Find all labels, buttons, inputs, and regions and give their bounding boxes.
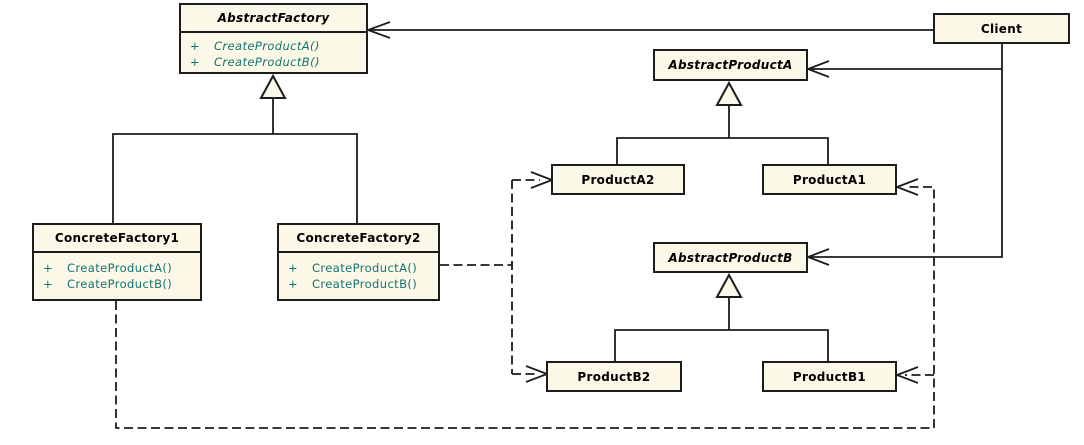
class-name: AbstractFactory bbox=[181, 5, 366, 33]
visibility-symbol: + bbox=[43, 277, 54, 291]
class-box-product-b1: ProductB1 bbox=[762, 361, 897, 392]
visibility-symbol: + bbox=[190, 39, 201, 53]
method-compartment: + CreateProductA() + CreateProductB() bbox=[279, 253, 438, 292]
method-row: + CreateProductA() bbox=[288, 260, 434, 276]
method-row: + CreateProductB() bbox=[43, 276, 196, 292]
class-name: AbstractProductB bbox=[668, 250, 793, 265]
client-to-abstractproducts-lines bbox=[805, 43, 1003, 266]
visibility-symbol: + bbox=[43, 261, 54, 275]
method-signature: CreateProductB() bbox=[67, 277, 173, 291]
class-name: ProductA2 bbox=[581, 172, 655, 187]
visibility-symbol: + bbox=[288, 277, 299, 291]
concretefactory2-dependency-arrowheads bbox=[525, 171, 555, 383]
hollow-triangle-icon bbox=[715, 80, 743, 106]
method-compartment: + CreateProductA() + CreateProductB() bbox=[181, 33, 366, 70]
class-box-product-b2: ProductB2 bbox=[546, 361, 682, 392]
class-box-product-a1: ProductA1 bbox=[762, 164, 897, 195]
method-signature: CreateProductB() bbox=[312, 277, 418, 291]
class-name: AbstractProductA bbox=[668, 58, 793, 72]
class-box-concrete-factory2: ConcreteFactory2 + CreateProductA() + Cr… bbox=[277, 223, 440, 301]
product-a-generalization-lines bbox=[616, 80, 829, 164]
method-row: + CreateProductB() bbox=[288, 276, 434, 292]
class-box-abstract-product-b: AbstractProductB bbox=[653, 242, 808, 273]
class-box-product-a2: ProductA2 bbox=[551, 164, 685, 195]
hollow-triangle-icon bbox=[259, 73, 287, 99]
method-signature: CreateProductA() bbox=[312, 261, 418, 275]
factories-generalization-lines bbox=[112, 73, 358, 223]
concretefactory2-dependency-lines bbox=[440, 179, 540, 375]
class-name: ProductB1 bbox=[792, 369, 867, 384]
method-signature: CreateProductA() bbox=[67, 261, 173, 275]
method-row: + CreateProductA() bbox=[43, 260, 196, 276]
class-name: ProductB2 bbox=[577, 369, 651, 384]
class-box-client: Client bbox=[933, 13, 1070, 44]
open-arrowhead-icon bbox=[805, 60, 830, 78]
open-arrowhead-icon bbox=[894, 366, 919, 384]
class-name: Client bbox=[980, 21, 1023, 36]
open-arrowhead-icon bbox=[365, 21, 391, 39]
method-signature: CreateProductB() bbox=[214, 55, 320, 69]
open-arrowhead-icon bbox=[805, 248, 830, 266]
class-name: ProductA1 bbox=[792, 172, 867, 187]
product-b-generalization-lines bbox=[614, 272, 829, 361]
method-row: + CreateProductA() bbox=[190, 38, 362, 54]
visibility-symbol: + bbox=[288, 261, 299, 275]
concretefactory1-dependency-lines bbox=[115, 186, 935, 429]
method-signature: CreateProductA() bbox=[214, 39, 320, 53]
class-name: ConcreteFactory2 bbox=[279, 225, 438, 253]
class-box-abstract-product-a: AbstractProductA bbox=[653, 49, 808, 81]
hollow-triangle-icon bbox=[715, 272, 743, 298]
class-box-abstract-factory: AbstractFactory + CreateProductA() + Cre… bbox=[179, 3, 368, 74]
visibility-symbol: + bbox=[190, 55, 201, 69]
open-arrowhead-icon bbox=[894, 178, 919, 196]
method-compartment: + CreateProductA() + CreateProductB() bbox=[34, 253, 200, 292]
class-box-concrete-factory1: ConcreteFactory1 + CreateProductA() + Cr… bbox=[32, 223, 202, 301]
client-to-abstractfactory-line bbox=[365, 21, 933, 39]
class-name: ConcreteFactory1 bbox=[34, 225, 200, 253]
method-row: + CreateProductB() bbox=[190, 54, 362, 70]
concretefactory1-dependency-arrowheads bbox=[894, 178, 919, 384]
